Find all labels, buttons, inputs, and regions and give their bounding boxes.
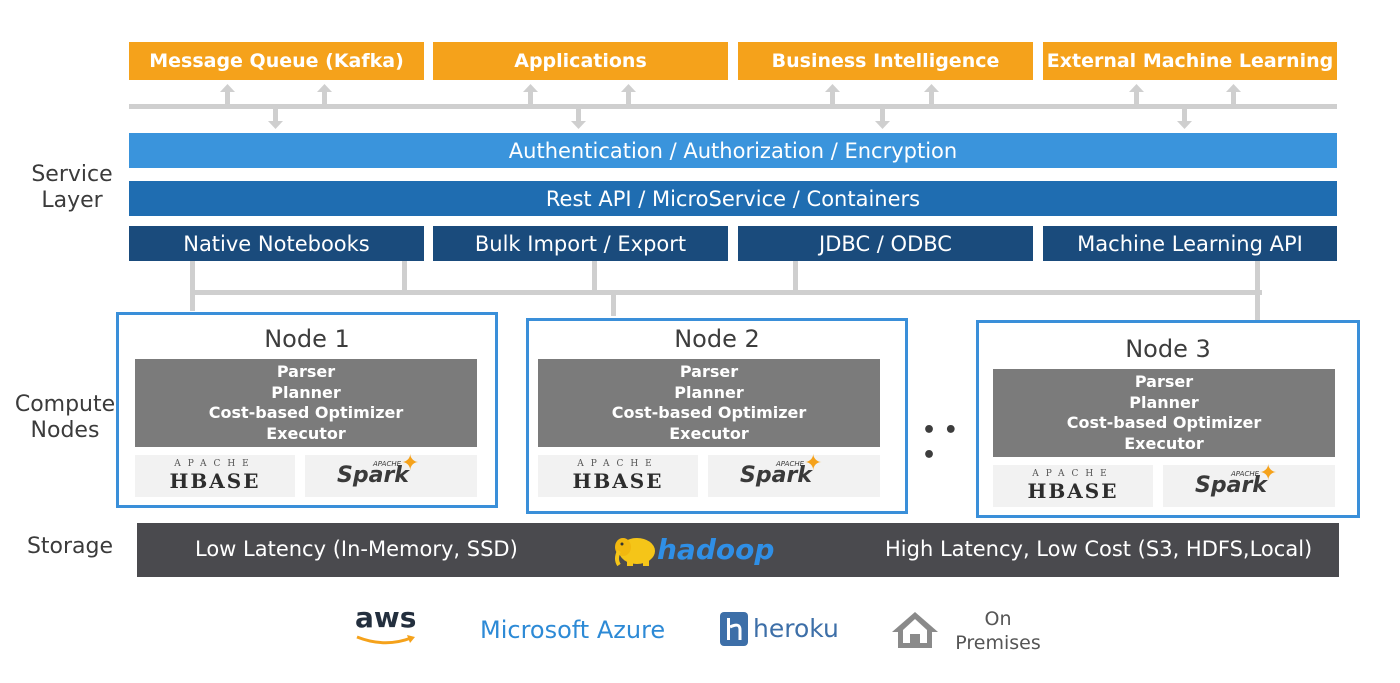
- node-title: Node 2: [674, 325, 760, 353]
- query-engine-box: Parser Planner Cost-based Optimizer Exec…: [993, 369, 1335, 457]
- hadoop-logo: hadoop: [613, 529, 783, 569]
- storage-high-latency: High Latency, Low Cost (S3, HDFS,Local): [885, 537, 1313, 561]
- node-title: Node 1: [264, 325, 350, 353]
- interface-bulk-import-export: Bulk Import / Export: [433, 226, 728, 261]
- aws-logo: aws: [355, 604, 419, 650]
- on-premises-label: On Premises: [955, 608, 1041, 654]
- top-box-external-ml: External Machine Learning: [1043, 42, 1337, 80]
- hbase-logo: APACHE HBASE: [538, 455, 698, 497]
- spark-logo: APACHE Spark ✦: [305, 451, 477, 497]
- query-engine-box: Parser Planner Cost-based Optimizer Exec…: [538, 359, 880, 447]
- hbase-logo: APACHE HBASE: [993, 465, 1153, 507]
- spark-logo: APACHE Spark ✦: [708, 451, 880, 497]
- interface-ml-api: Machine Learning API: [1043, 226, 1337, 261]
- storage-label: Storage: [26, 534, 114, 559]
- storage-bar: Low Latency (In-Memory, SSD) hadoop High…: [137, 523, 1339, 577]
- storage-low-latency: Low Latency (In-Memory, SSD): [195, 537, 518, 561]
- service-layer-label: Service Layer: [31, 162, 113, 213]
- top-connectors: [129, 84, 1337, 129]
- spark-logo: APACHE Spark ✦: [1163, 461, 1335, 507]
- interface-jdbc-odbc: JDBC / ODBC: [738, 226, 1033, 261]
- aws-smile-icon: [356, 635, 415, 645]
- top-box-kafka: Message Queue (Kafka): [129, 42, 424, 80]
- node-title: Node 3: [1125, 335, 1211, 363]
- home-icon: [890, 610, 940, 650]
- up-arrow-group: [220, 84, 1241, 104]
- node-3: Node 3 Parser Planner Cost-based Optimiz…: [976, 320, 1360, 518]
- top-bus-line: [129, 104, 1337, 109]
- node-2: Node 2 Parser Planner Cost-based Optimiz…: [526, 318, 908, 514]
- more-nodes-ellipsis: • • •: [922, 418, 958, 468]
- hadoop-elephant-icon: [615, 538, 655, 567]
- auth-bar: Authentication / Authorization / Encrypt…: [129, 133, 1337, 168]
- query-engine-box: Parser Planner Cost-based Optimizer Exec…: [135, 359, 477, 447]
- azure-logo: Microsoft Azure: [480, 616, 666, 644]
- node-connectors: [190, 261, 1262, 325]
- compute-nodes-label: Compute Nodes: [14, 392, 116, 443]
- heroku-icon: [720, 612, 748, 646]
- hbase-logo: APACHE HBASE: [135, 455, 295, 497]
- rest-api-bar: Rest API / MicroService / Containers: [129, 181, 1337, 216]
- top-box-business-intelligence: Business Intelligence: [738, 42, 1033, 80]
- top-box-applications: Applications: [433, 42, 728, 80]
- heroku-logo: heroku: [720, 612, 840, 646]
- interface-native-notebooks: Native Notebooks: [129, 226, 424, 261]
- node-1: Node 1 Parser Planner Cost-based Optimiz…: [116, 312, 498, 508]
- down-arrow-group: [268, 109, 1192, 129]
